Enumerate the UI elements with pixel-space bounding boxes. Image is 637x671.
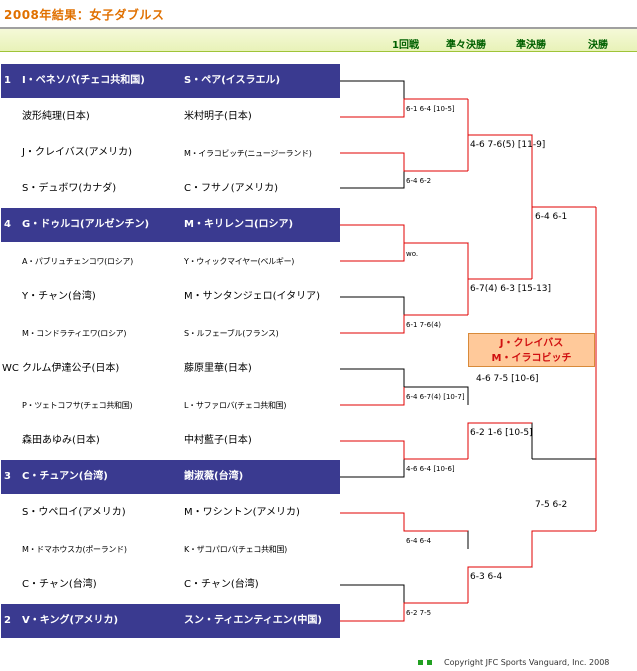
seed-box-4 — [1, 208, 340, 242]
match-score: 6-4 6-4 — [406, 537, 432, 545]
player-name: 謝淑薇(台湾) — [184, 471, 244, 482]
player-name: 中村藍子(日本) — [184, 435, 252, 446]
match-score: 6-4 6-2 — [406, 177, 432, 185]
player-name: C・チャン(台湾) — [184, 579, 259, 590]
player-name: S・ルフェーブル(フランス) — [184, 329, 279, 338]
player-name: J・クレイバス(アメリカ) — [22, 147, 133, 158]
player-name: V・キング(アメリカ) — [22, 615, 119, 626]
player-name: S・ペア(イスラエル) — [184, 75, 281, 86]
round-label-r1: 1回戦 — [392, 40, 419, 51]
player-name: M・キリレンコ(ロシア) — [184, 219, 294, 230]
match-score: wo. — [406, 250, 419, 258]
match-score: 7-5 6-2 — [535, 500, 568, 510]
match-score: 4-6 7-5 [10-6] — [476, 374, 539, 384]
player-name: K・ザコパロバ(チェコ共和国) — [184, 545, 287, 554]
champion-box: J・クレイバス M・イラコビッチ — [468, 333, 595, 367]
round-label-final: 決勝 — [588, 40, 608, 51]
square-bullet-icon — [427, 660, 432, 665]
copyright-footer: Copyright JFC Sports Vanguard, Inc. 2008 — [418, 658, 609, 667]
square-bullet-icon — [418, 660, 423, 665]
player-name: M・ドマホウスカ(ポーランド) — [22, 545, 127, 554]
player-name: 波形純理(日本) — [22, 111, 90, 122]
wildcard-label: WC — [2, 363, 19, 374]
seed-box-3 — [1, 460, 340, 494]
title-divider — [0, 27, 637, 29]
match-score: 6-4 6-1 — [535, 212, 568, 222]
player-name: S・ウペロイ(アメリカ) — [22, 507, 126, 518]
match-score: 4-6 6-4 [10-6] — [406, 465, 455, 473]
player-name: クルム伊達公子(日本) — [22, 363, 120, 374]
seed-number: 4 — [4, 219, 11, 230]
player-name: 森田あゆみ(日本) — [22, 435, 100, 446]
round-label-sf: 準決勝 — [516, 40, 546, 51]
player-name: Y・ウィックマイヤー(ベルギー) — [184, 257, 295, 266]
player-name: I・ベネソバ(チェコ共和国) — [22, 75, 145, 86]
match-score: 6-1 7-6(4) — [406, 321, 442, 329]
round-header-bar — [0, 29, 637, 52]
seed-number: 2 — [4, 615, 11, 626]
player-name: M・コンドラティエワ(ロシア) — [22, 329, 127, 338]
player-name: M・ワシントン(アメリカ) — [184, 507, 300, 518]
player-name: C・フサノ(アメリカ) — [184, 183, 279, 194]
seed-number: 3 — [4, 471, 11, 482]
page-title: 2008年結果：女子ダブルス — [4, 8, 165, 22]
seed-box-2 — [1, 604, 340, 638]
player-name: M・イラコビッチ(ニュージーランド) — [184, 149, 312, 158]
player-name: Y・チャン(台湾) — [22, 291, 96, 302]
match-score: 6-2 7-5 — [406, 609, 432, 617]
player-name: 藤原里華(日本) — [184, 363, 252, 374]
match-score: 6-3 6-4 — [470, 572, 503, 582]
player-name: M・サンタンジェロ(イタリア) — [184, 291, 321, 302]
player-name: G・ドゥルコ(アルゼンチン) — [22, 219, 150, 230]
match-score: 4-6 7-6(5) [11-9] — [470, 140, 546, 150]
player-name: S・デュボワ(カナダ) — [22, 183, 117, 194]
player-name: 米村明子(日本) — [184, 111, 252, 122]
player-name: スン・ティエンティエン(中国) — [184, 615, 322, 626]
player-name: C・チャン(台湾) — [22, 579, 97, 590]
player-name: C・チュアン(台湾) — [22, 471, 108, 482]
copyright-text: Copyright JFC Sports Vanguard, Inc. 2008 — [444, 658, 610, 667]
round-label-qf: 準々決勝 — [446, 40, 486, 51]
player-name: A・パブリュチェンコワ(ロシア) — [22, 257, 133, 266]
seed-number: 1 — [4, 75, 11, 86]
match-score: 6-4 6-7(4) [10-7] — [406, 393, 465, 401]
champion-name: J・クレイバス — [499, 338, 564, 349]
player-name: P・ツェトコフサ(チェコ共和国) — [22, 401, 133, 410]
match-score: 6-7(4) 6-3 [15-13] — [470, 284, 552, 294]
seed-box-1 — [1, 64, 340, 98]
match-score: 6-2 1-6 [10-5] — [470, 428, 533, 438]
match-score: 6-1 6-4 [10-5] — [406, 105, 455, 113]
champion-name: M・イラコビッチ — [491, 353, 572, 364]
player-name: L・サファロバ(チェコ共和国) — [184, 401, 287, 410]
